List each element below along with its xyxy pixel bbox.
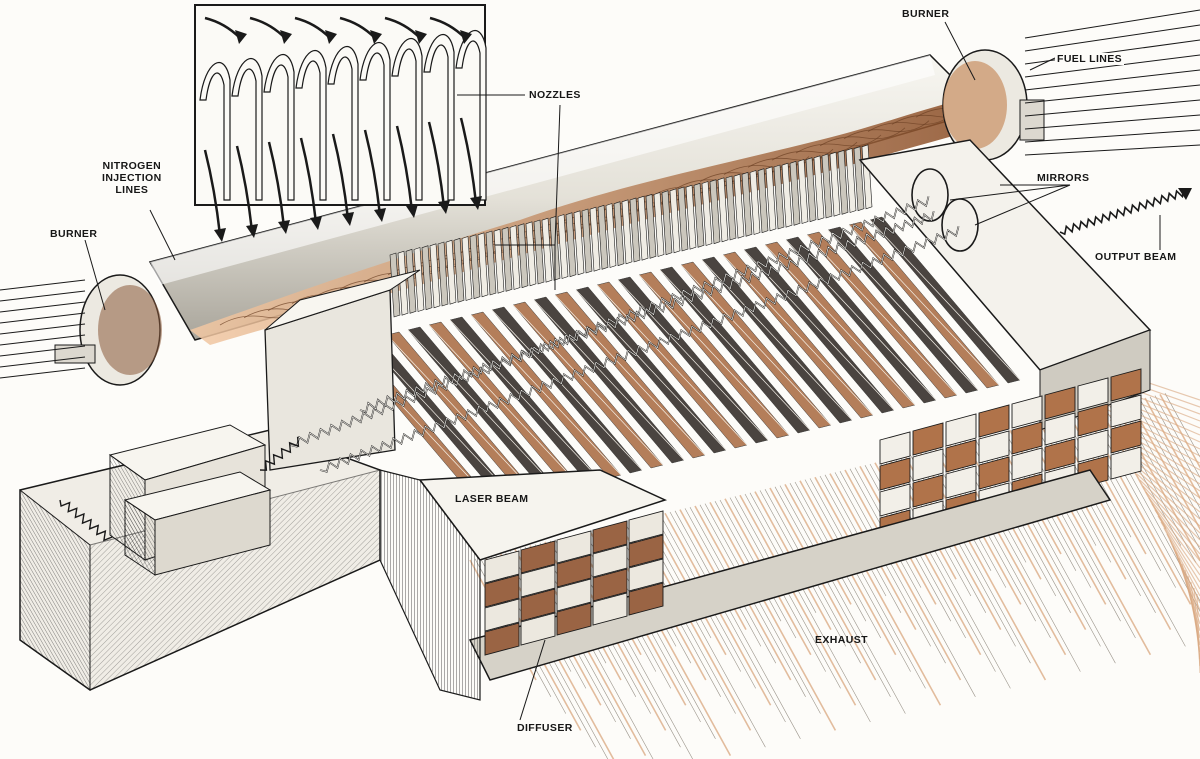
- nozzle-array: [389, 144, 873, 318]
- label-exhaust: EXHAUST: [815, 634, 868, 646]
- label-diffuser: DIFFUSER: [515, 722, 575, 734]
- label-nitrogen-line2: INJECTION: [102, 172, 162, 184]
- label-nitrogen-injection-lines: NITROGEN INJECTION LINES: [100, 160, 164, 196]
- label-laser-beam: LASER BEAM: [455, 493, 529, 505]
- leader-lines: [84, 21, 1161, 721]
- label-nitrogen-line1: NITROGEN: [102, 160, 162, 172]
- label-nozzles: NOZZLES: [527, 89, 583, 101]
- output-beam-wave: [1059, 188, 1185, 236]
- label-mirrors: MIRRORS: [1035, 172, 1092, 184]
- label-fuel-lines: FUEL LINES: [1055, 53, 1125, 65]
- label-burner-right: BURNER: [902, 8, 950, 20]
- laser-beam-path: [59, 196, 960, 542]
- mirrors: [911, 168, 979, 252]
- label-nitrogen-line3: LINES: [115, 184, 149, 196]
- nozzle-inset: [194, 4, 487, 242]
- housing: [379, 139, 1152, 701]
- output-beam-arrow: [1178, 188, 1192, 200]
- burner-right-unit: [942, 9, 1200, 161]
- label-output-beam: OUTPUT BEAM: [1093, 251, 1179, 263]
- lasing-cavity: [344, 216, 1021, 509]
- label-burner-left: BURNER: [48, 228, 100, 240]
- burner-left-unit: [0, 274, 162, 386]
- mirror-mount-block: [19, 269, 421, 691]
